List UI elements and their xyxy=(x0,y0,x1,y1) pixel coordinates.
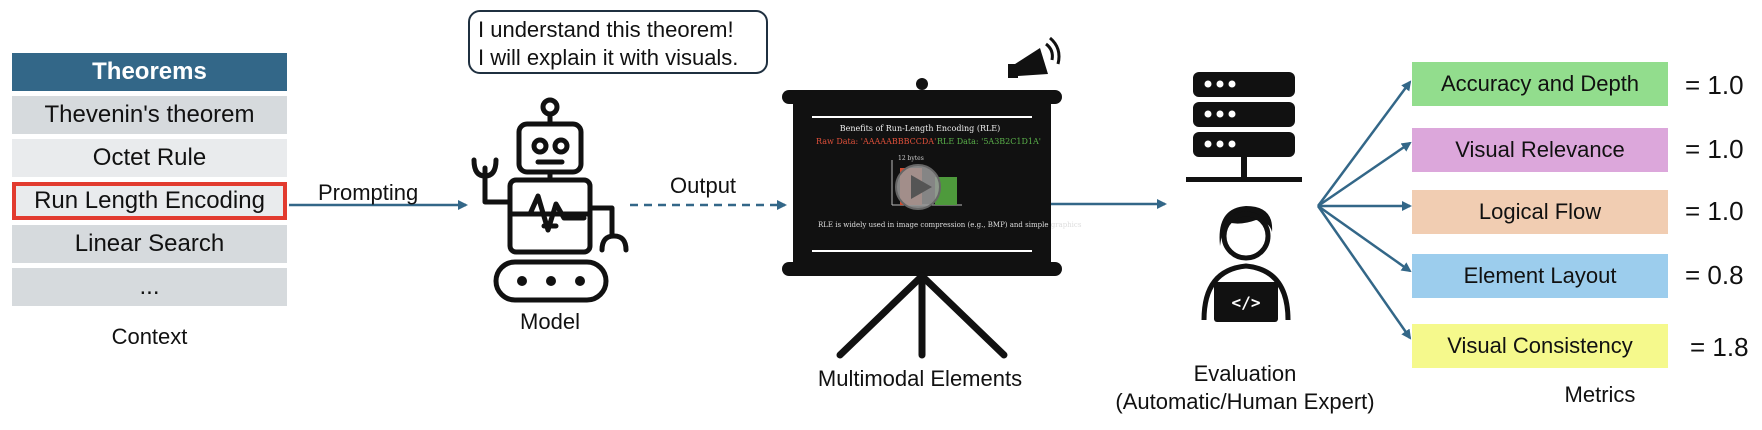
speech-line-1: I understand this theorem! xyxy=(478,17,734,42)
context-caption: Context xyxy=(111,324,188,349)
theorem-item: Linear Search xyxy=(12,225,287,263)
projector-screen-icon xyxy=(782,78,1062,359)
metric-visual-relevance: Visual Relevance xyxy=(1412,128,1668,172)
score-logical-flow: = 1.0 xyxy=(1685,196,1744,226)
theorems-header: Theorems xyxy=(12,53,287,91)
score-element-layout: = 0.8 xyxy=(1685,260,1744,290)
metric-element-layout: Element Layout xyxy=(1412,254,1668,298)
theorem-item: Thevenin's theorem xyxy=(12,96,287,134)
evaluation-caption-2: (Automatic/Human Expert) xyxy=(1115,389,1375,414)
developer-icon: </> xyxy=(1201,206,1291,322)
metric-visual-consistency: Visual Consistency xyxy=(1412,324,1668,368)
slide-rle-data: RLE Data: '5A3B2C1D1A' xyxy=(937,137,1041,146)
slide-footer: RLE is widely used in image compression … xyxy=(818,221,1082,229)
svg-text:</>: </> xyxy=(1232,293,1261,312)
slide-raw-data: Raw Data: 'AAAAABBBCCDA' xyxy=(816,137,937,146)
metric-logical-flow: Logical Flow xyxy=(1412,190,1668,234)
score-accuracy-depth: = 1.0 xyxy=(1685,70,1744,100)
play-button-icon xyxy=(895,164,941,210)
theorem-item: Octet Rule xyxy=(12,139,287,177)
score-visual-relevance: = 1.0 xyxy=(1685,134,1744,164)
prompting-label: Prompting xyxy=(318,180,419,205)
megaphone-icon xyxy=(1008,36,1061,78)
model-caption: Model xyxy=(520,309,580,334)
metrics-caption: Metrics xyxy=(1564,382,1636,407)
output-label: Output xyxy=(670,173,737,198)
theorem-item: ... xyxy=(12,268,287,306)
slide-title: Benefits of Run-Length Encoding (RLE) xyxy=(839,124,1001,133)
server-icon xyxy=(1186,72,1302,182)
metric-arrows xyxy=(1316,80,1412,340)
score-visual-consistency: = 1.8 xyxy=(1690,332,1749,362)
robot-icon xyxy=(471,97,629,303)
evaluation-caption-1: Evaluation xyxy=(1193,361,1297,386)
theorem-item-selected: Run Length Encoding xyxy=(12,182,287,220)
speech-line-2: I will explain it with visuals. xyxy=(478,45,739,70)
robot-wheels xyxy=(517,276,585,286)
metric-accuracy-depth: Accuracy and Depth xyxy=(1412,62,1668,106)
slide-chart-label: 12 bytes xyxy=(898,155,924,162)
speech-bubble: I understand this theorem! I will explai… xyxy=(468,10,768,74)
multimodal-caption: Multimodal Elements xyxy=(817,366,1023,391)
